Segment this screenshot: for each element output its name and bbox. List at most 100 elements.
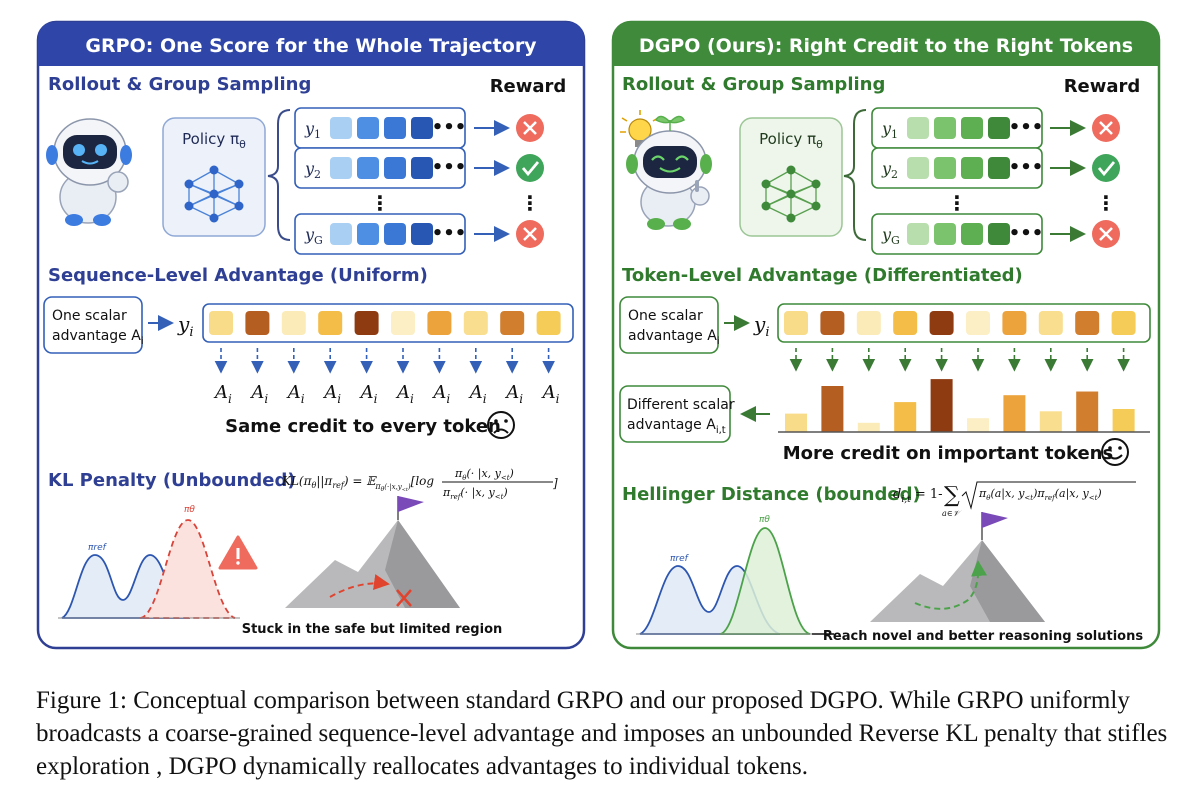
svg-text:•••: ••• <box>432 117 467 138</box>
advantage-bar <box>1039 411 1062 432</box>
grpo-seq-row-1: y1 ••• <box>294 107 467 149</box>
svg-text:•••: ••• <box>1009 117 1044 138</box>
token <box>966 311 990 335</box>
grpo-reward-label: Reward <box>490 76 567 97</box>
token <box>318 311 343 335</box>
token <box>281 311 306 335</box>
warning-icon <box>218 535 258 570</box>
correct-icon <box>1092 154 1120 182</box>
correct-icon <box>516 154 544 182</box>
advantage-label: Ai <box>468 382 487 406</box>
svg-text:•••: ••• <box>432 223 467 244</box>
svg-text:πθ(a|x, y<t)πref(a|x, y<t): πθ(a|x, y<t)πref(a|x, y<t) <box>978 487 1102 502</box>
kl-heading: KL Penalty (Unbounded) <box>48 470 296 491</box>
same-credit-text: Same credit to every token <box>225 416 501 437</box>
grpo-seq-row-2: y2 ••• <box>294 147 467 189</box>
reach-text: Reach novel and better reasoning solutio… <box>823 629 1143 644</box>
advantage-bar <box>1076 391 1099 432</box>
advantage-label: Ai <box>213 382 232 406</box>
advantage-label: Ai <box>286 382 305 406</box>
hellinger-heading: Hellinger Distance (bounded) <box>622 484 921 505</box>
grpo-rollout-heading: Rollout & Group Sampling <box>48 74 311 95</box>
svg-text:⋮: ⋮ <box>520 191 540 215</box>
dgpo-seq-row-1: y1 ••• <box>871 107 1044 149</box>
vertical-ellipsis: ⋮ <box>370 191 390 215</box>
sad-face-icon <box>487 411 515 439</box>
dgpo-diff-line2: advantage Ai,t <box>627 417 726 436</box>
wrong-icon <box>1092 220 1120 248</box>
wrong-icon <box>516 220 544 248</box>
svg-text:•••: ••• <box>1009 223 1044 244</box>
pi-ref-label: πref <box>670 554 690 564</box>
network-nodes <box>184 165 244 223</box>
advantage-label: Ai <box>249 382 268 406</box>
more-credit-text: More credit on important tokens <box>783 443 1113 464</box>
figure-caption: Figure 1: Conceptual comparison between … <box>36 687 1168 780</box>
token <box>1111 311 1136 335</box>
dgpo-rollout-heading: Rollout & Group Sampling <box>622 74 885 95</box>
dgpo-scalar-line2: advantage Ai <box>628 328 720 347</box>
flag-icon <box>398 496 424 512</box>
lightbulb-icon <box>620 110 659 147</box>
dgpo-token-heading: Token-Level Advantage (Differentiated) <box>622 265 1023 286</box>
token <box>391 311 415 335</box>
advantage-bar <box>967 418 989 432</box>
token <box>856 311 881 335</box>
figure: GRPO: One Score for the Whole Trajectory… <box>36 20 1161 650</box>
robot-icon <box>626 115 712 230</box>
dgpo-policy-label: Policy πθ <box>759 130 823 151</box>
stuck-text: Stuck in the safe but limited region <box>242 622 503 637</box>
network-nodes <box>761 165 821 223</box>
dgpo-advantage-bars <box>785 379 1135 432</box>
advantage-bar <box>821 386 844 432</box>
grpo-seq-heading: Sequence-Level Advantage (Uniform) <box>48 265 428 286</box>
grpo-seq-row-g: yG ••• <box>294 213 467 255</box>
svg-text:∑: ∑ <box>944 483 960 508</box>
wrong-icon <box>1092 114 1120 142</box>
token <box>820 311 845 335</box>
svg-text:di,t = 1-: di,t = 1- <box>893 487 943 505</box>
robot-icon <box>46 118 132 226</box>
grpo-token-row <box>209 311 561 335</box>
token <box>1075 311 1100 335</box>
grpo-panel: GRPO: One Score for the Whole Trajectory… <box>36 20 586 650</box>
kl-distribution-plot: πref πθ <box>58 505 240 619</box>
dgpo-token-row <box>784 311 1136 335</box>
token <box>893 311 918 335</box>
token <box>536 311 561 335</box>
hellinger-formula: di,t = 1- ∑ a∈𝒱 πθ(a|x, y<t)πref(a|x, y<… <box>893 481 1136 518</box>
advantage-bar <box>785 413 807 432</box>
mountain-icon <box>870 512 1045 622</box>
advantage-bar <box>930 379 953 432</box>
token <box>929 311 954 335</box>
dgpo-title: DGPO (Ours): Right Credit to the Right T… <box>639 35 1133 57</box>
svg-text:•••: ••• <box>432 157 467 178</box>
grpo-token-arrows <box>214 348 555 374</box>
advantage-label: Ai <box>504 382 523 406</box>
token <box>427 311 452 335</box>
token <box>245 311 270 335</box>
svg-text:πθ(· |x, y<t): πθ(· |x, y<t) <box>454 467 514 482</box>
flag-icon <box>982 512 1008 528</box>
grpo-policy-label: Policy πθ <box>182 130 246 151</box>
mountain-icon <box>285 496 460 608</box>
svg-text:⋮: ⋮ <box>947 191 967 215</box>
advantage-label: Ai <box>431 382 450 406</box>
advantage-bar <box>857 422 880 432</box>
pi-theta-label: πθ <box>759 515 770 525</box>
token <box>463 311 488 335</box>
dgpo-token-arrows <box>789 348 1130 372</box>
token <box>1038 311 1063 335</box>
dgpo-scalar-line1: One scalar <box>628 308 703 324</box>
svg-text:a∈𝒱: a∈𝒱 <box>942 509 963 518</box>
token <box>1002 311 1027 335</box>
dgpo-diff-line1: Different scalar <box>627 397 735 413</box>
wrong-icon <box>516 114 544 142</box>
smile-face-icon <box>1101 438 1129 466</box>
grpo-scalar-line1: One scalar <box>52 308 127 324</box>
svg-text:⋮: ⋮ <box>1096 191 1116 215</box>
token <box>209 311 233 335</box>
grpo-scalar-line2: advantage Ai <box>52 328 144 347</box>
brace <box>267 109 291 241</box>
